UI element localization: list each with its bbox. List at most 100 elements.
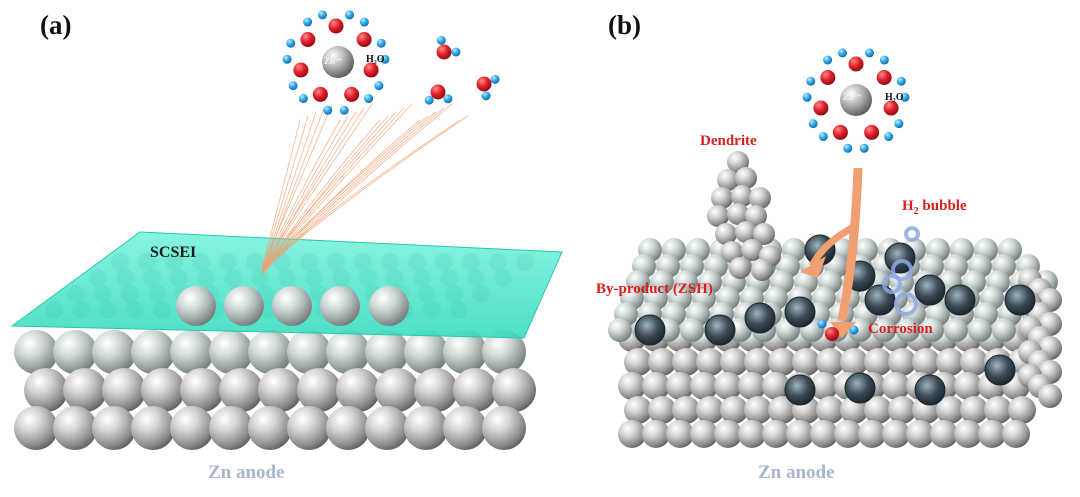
hydrogen-atom (808, 119, 818, 129)
zinc-sphere-icon (170, 330, 214, 374)
zinc-sphere-icon (729, 257, 751, 279)
byproduct-crystal (704, 314, 736, 346)
zinc-sphere-icon (672, 348, 700, 376)
zinc-sphere-icon (209, 330, 253, 374)
zinc-sphere-icon (248, 330, 292, 374)
hydrogen-atom (865, 48, 875, 58)
zinc-sphere-icon (680, 318, 704, 342)
zinc-sphere-icon (872, 318, 896, 342)
water-label-b: H₂O (885, 92, 904, 103)
oxygen-atom (832, 124, 848, 140)
zinc-sphere-icon (936, 396, 964, 424)
byproduct-label: By-product (ZSH) (596, 281, 713, 297)
scsei-label: SCSEI (150, 244, 197, 261)
hydrogen-atom (900, 92, 910, 102)
zinc-sphere-icon (888, 396, 916, 424)
zinc-sphere-icon (272, 286, 312, 326)
zinc-sphere-icon (326, 406, 370, 450)
dendrite-label: Dendrite (700, 133, 757, 149)
hydrogen-atom (849, 325, 859, 335)
hydrogen-atom (282, 54, 292, 64)
hydrogen-atom (823, 55, 833, 65)
arrow-branch (808, 224, 854, 268)
zinc-sphere-icon (176, 286, 216, 326)
zinc-sphere-icon (1008, 396, 1036, 424)
zinc-sphere-icon (336, 368, 380, 412)
zinc-sphere-icon (714, 372, 742, 400)
zinc-sphere-icon (731, 185, 753, 207)
hydrogen-atom (364, 94, 374, 104)
zinc-sphere-icon (858, 420, 886, 448)
zinc-sphere-icon (751, 259, 773, 281)
arrow-shaft (837, 167, 863, 321)
hydrogen-atom (288, 81, 298, 91)
panel-a-label: (a) (40, 10, 72, 40)
oxygen-atom (883, 100, 899, 116)
zinc-sphere-icon (711, 187, 733, 209)
water-label-a: H₂O (366, 54, 385, 65)
water-molecule-icon (282, 10, 500, 115)
byproduct-crystal (914, 274, 946, 306)
zinc-sphere-icon (53, 330, 97, 374)
h2-bubble (894, 292, 918, 316)
h2-bubble (891, 259, 913, 281)
zinc-sphere-icon (992, 318, 1016, 342)
oxygen-atom (363, 62, 379, 78)
flux-line (261, 103, 373, 271)
zinc-sphere-icon (954, 420, 982, 448)
panel-a (10, 10, 563, 450)
zinc-sphere-icon (714, 420, 742, 448)
zinc-sphere-icon (912, 348, 940, 376)
zinc-sphere-icon (720, 396, 748, 424)
scsei-layer (10, 231, 563, 339)
flux-line (261, 119, 461, 269)
hydrogen-atom (380, 54, 390, 64)
zinc-sphere-icon (768, 396, 796, 424)
zinc-sphere-icon (287, 406, 331, 450)
hydrogen-atom (802, 92, 812, 102)
hydrogen-atom (817, 319, 827, 329)
ion-flux-lines (261, 103, 469, 275)
hydrogen-atom (303, 17, 313, 27)
zinc-sphere-icon (792, 348, 820, 376)
zinc-sphere-icon (326, 330, 370, 374)
zinc-sphere-icon (375, 368, 419, 412)
flux-line (261, 103, 453, 275)
zinc-sphere-icon (14, 330, 58, 374)
zinc-sphere-icon (209, 406, 253, 450)
zinc-sphere-icon (1002, 420, 1030, 448)
zinc-sphere-icon (762, 372, 790, 400)
hydrogen-atom (896, 76, 906, 86)
byproduct-crystal (984, 354, 1016, 386)
zinc-sphere-icon (131, 330, 175, 374)
arrow-head (830, 322, 856, 338)
zinc-sphere-icon (648, 348, 676, 376)
zinc-sphere-icon (92, 406, 136, 450)
zinc-sphere-icon (960, 348, 988, 376)
solvation-shell-b (802, 48, 910, 153)
zn-anode-lattice-b (608, 238, 1062, 448)
h2-bubble (904, 226, 920, 242)
hydrogen-atom (884, 132, 894, 142)
zinc-sphere-icon (53, 406, 97, 450)
zinc-sphere-icon (768, 348, 796, 376)
oxygen-atom (820, 70, 836, 86)
zn-anode-label-a: Zn anode (208, 462, 285, 483)
zinc-sphere-icon (141, 368, 185, 412)
zinc-sphere-icon (896, 318, 920, 342)
flux-line (261, 115, 469, 271)
zinc-sphere-icon (453, 368, 497, 412)
zinc-sphere-icon (219, 368, 263, 412)
zinc-sphere-icon (816, 348, 844, 376)
zn-ion-sphere (840, 84, 872, 116)
byproduct-crystal (864, 284, 896, 316)
zinc-sphere-icon (745, 205, 767, 227)
zinc-sphere-icon (404, 406, 448, 450)
oxygen-atom (328, 18, 344, 34)
hydrogen-atom (843, 143, 853, 153)
zinc-sphere-icon (492, 368, 536, 412)
zn-ion-icon (322, 46, 354, 78)
zinc-sphere-icon (131, 406, 175, 450)
hydrogen-atom (806, 76, 816, 86)
